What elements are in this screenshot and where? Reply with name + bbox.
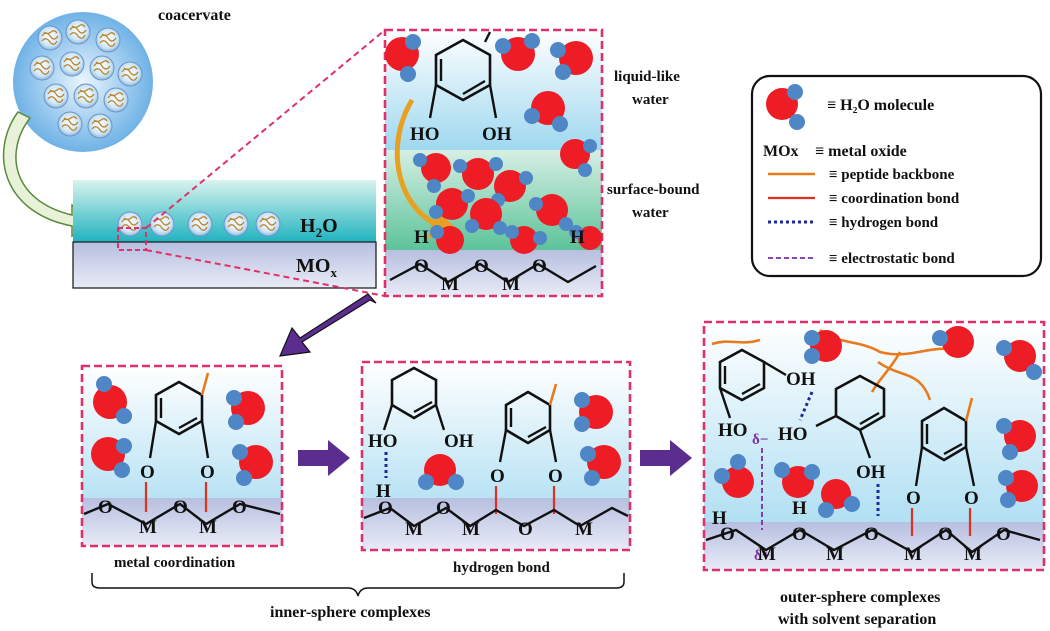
o-atom: O xyxy=(532,256,547,277)
displacement-arrow-icon xyxy=(394,98,461,239)
water-molecules xyxy=(385,33,602,254)
o-atom: O xyxy=(906,488,921,509)
m-atom: M xyxy=(139,517,157,538)
catechol-ring xyxy=(434,38,492,102)
zoom-line-top xyxy=(145,29,386,229)
down-left-arrow-icon xyxy=(279,293,377,357)
catechol-ring xyxy=(390,366,438,420)
m-atom: M xyxy=(758,544,776,565)
m-atom: M xyxy=(502,274,520,295)
o-atom: O xyxy=(378,498,393,519)
legend-box xyxy=(750,74,1043,278)
hydroxyl-label: OH xyxy=(786,369,816,390)
legend-item-hbond: ≡ hydrogen bond xyxy=(829,215,939,231)
o-atom: O xyxy=(548,466,563,487)
mox-label: MOx xyxy=(296,255,337,280)
right-arrow-icon xyxy=(640,440,692,476)
o-atom: O xyxy=(720,524,735,545)
h2o-label: H2O xyxy=(300,215,338,240)
legend-item-electrostatic: ≡ electrostatic bond xyxy=(829,251,955,267)
h-atom: H xyxy=(414,227,429,248)
o-atom: O xyxy=(964,488,979,509)
right-arrow-icon xyxy=(298,440,350,476)
h-atom: H xyxy=(712,508,727,529)
outer-sphere-label: outer-sphere complexes xyxy=(780,589,940,606)
m-atom: M xyxy=(199,517,217,538)
legend-item-peptide: ≡ peptide backbone xyxy=(829,167,955,183)
legend-item-coordination: ≡ coordination bond xyxy=(829,191,960,207)
o-atom: O xyxy=(518,519,533,540)
o-atom: O xyxy=(490,466,505,487)
hydroxyl-label: HO xyxy=(718,420,748,441)
o-atom: O xyxy=(200,462,215,483)
metal-coordination-label: metal coordination xyxy=(114,555,236,571)
o-atom: O xyxy=(864,524,879,545)
o-atom: O xyxy=(996,524,1011,545)
h-atom: H xyxy=(792,498,807,519)
m-atom: M xyxy=(462,519,480,540)
o-atom: O xyxy=(792,524,807,545)
m-atom: M xyxy=(575,519,593,540)
curved-arrow-icon xyxy=(2,111,97,238)
panel-outer-sphere: OH HO δ− HO OH O O δ+ xyxy=(702,320,1046,572)
m-atom: M xyxy=(826,544,844,565)
panel-metal-coordination: O O O M O M O xyxy=(80,364,284,548)
zoom-panel: HO OH H H O M O M O xyxy=(383,28,604,298)
outer-sphere-label-2: with solvent separation xyxy=(778,611,936,628)
o-atom: O xyxy=(140,462,155,483)
brace-inner-sphere xyxy=(91,573,625,597)
m-atom: M xyxy=(441,274,459,295)
m-atom: M xyxy=(405,519,423,540)
hydroxyl-label: HO xyxy=(410,124,440,145)
hydroxyl-label: HO xyxy=(778,424,808,445)
inner-sphere-label: inner-sphere complexes xyxy=(270,604,430,621)
water-molecules xyxy=(714,326,1042,518)
o-atom: O xyxy=(232,497,247,518)
h-atom: H xyxy=(376,481,391,502)
hydroxyl-label: OH xyxy=(856,462,886,483)
zoom-panel-frame xyxy=(383,28,604,298)
legend-item-water: ≡ H₂O molecule xyxy=(827,97,934,114)
m-atom: M xyxy=(964,544,982,565)
delta-minus: δ− xyxy=(752,432,768,448)
hydroxyl-label: OH xyxy=(482,124,512,145)
zoom-box xyxy=(117,227,147,251)
surface-panel: H2O MOx xyxy=(72,180,377,289)
delta-plus: δ+ xyxy=(754,548,770,564)
peptide-backbone xyxy=(711,328,961,401)
o-atom: O xyxy=(173,497,188,518)
zoom-line-bottom xyxy=(145,249,386,297)
hydroxyl-label: HO xyxy=(368,431,398,452)
o-atom: O xyxy=(938,524,953,545)
hydroxyl-label: OH xyxy=(444,431,474,452)
liquid-water-label: liquid-like xyxy=(614,69,680,85)
o-atom: O xyxy=(436,498,451,519)
legend: ≡ H₂O molecule MOx ≡ metal oxide ≡ pepti… xyxy=(750,74,1043,278)
m-atom: M xyxy=(904,544,922,565)
coacervate-droplet xyxy=(13,12,153,152)
o-atom: O xyxy=(414,256,429,277)
liquid-water-label-2: water xyxy=(632,92,669,108)
h-atom: H xyxy=(570,227,585,248)
panel-hydrogen-bond: HO OH H O O O M O M O M xyxy=(360,360,632,552)
hydrogen-bond-label: hydrogen bond xyxy=(453,560,551,576)
surface-water-label-2: water xyxy=(632,205,669,221)
o-atom: O xyxy=(98,497,113,518)
o-atom: O xyxy=(474,256,489,277)
legend-symbol-mox: MOx xyxy=(763,143,799,160)
surface-water-label: surface-bound xyxy=(607,182,700,198)
legend-item-metal-oxide: ≡ metal oxide xyxy=(815,143,907,160)
coacervate-label: coacervate xyxy=(158,7,231,24)
